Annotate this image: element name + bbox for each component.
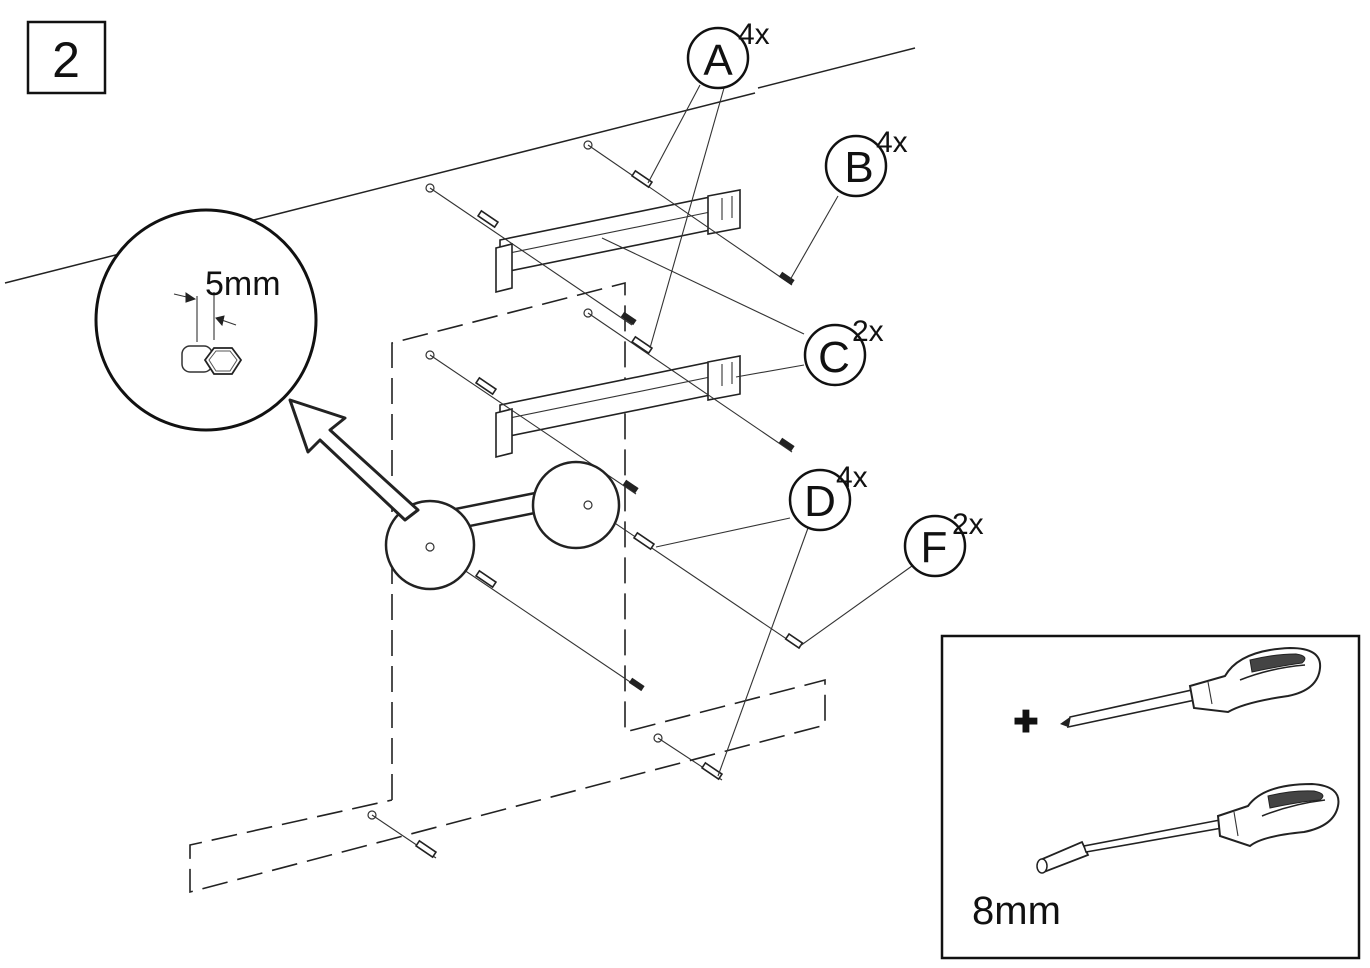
callout-c: C 2x: [803, 315, 884, 387]
callout-d-qty: 4x: [836, 461, 868, 494]
callout-d: D 4x: [788, 461, 868, 532]
callout-d-letter: D: [804, 477, 836, 526]
callout-b-letter: B: [844, 143, 873, 192]
callout-f-letter: F: [921, 523, 948, 572]
callout-f: F 2x: [903, 508, 984, 578]
cabinet-outline-dashed: [189, 281, 826, 894]
socket-size-label: 8mm: [972, 889, 1061, 933]
callout-a: A 4x: [686, 18, 770, 90]
callout-c-qty: 2x: [852, 315, 884, 348]
callout-f-qty: 2x: [952, 508, 984, 541]
callout-a-letter: A: [703, 36, 733, 85]
callout-c-letter: C: [818, 333, 850, 382]
gap-measurement-label: 5mm: [205, 265, 281, 303]
step-number-box: 2: [26, 20, 107, 95]
mounting-bracket-upper: [495, 189, 741, 294]
step-number: 2: [52, 32, 80, 88]
phillips-screwdriver-icon: [1060, 646, 1322, 729]
phillips-symbol-icon: ✚: [1013, 706, 1038, 739]
callout-a-qty: 4x: [738, 18, 770, 51]
detail-magnifier: 5mm: [94, 208, 318, 432]
callout-b: B 4x: [824, 126, 908, 198]
tools-panel: ✚ 8mm: [940, 634, 1361, 960]
callout-b-qty: 4x: [876, 126, 908, 159]
detail-pointer-arrow: [288, 398, 621, 591]
mounting-bracket-lower: [495, 355, 741, 459]
callout-leaders: [601, 84, 913, 777]
nut-driver-icon: [1036, 782, 1340, 874]
